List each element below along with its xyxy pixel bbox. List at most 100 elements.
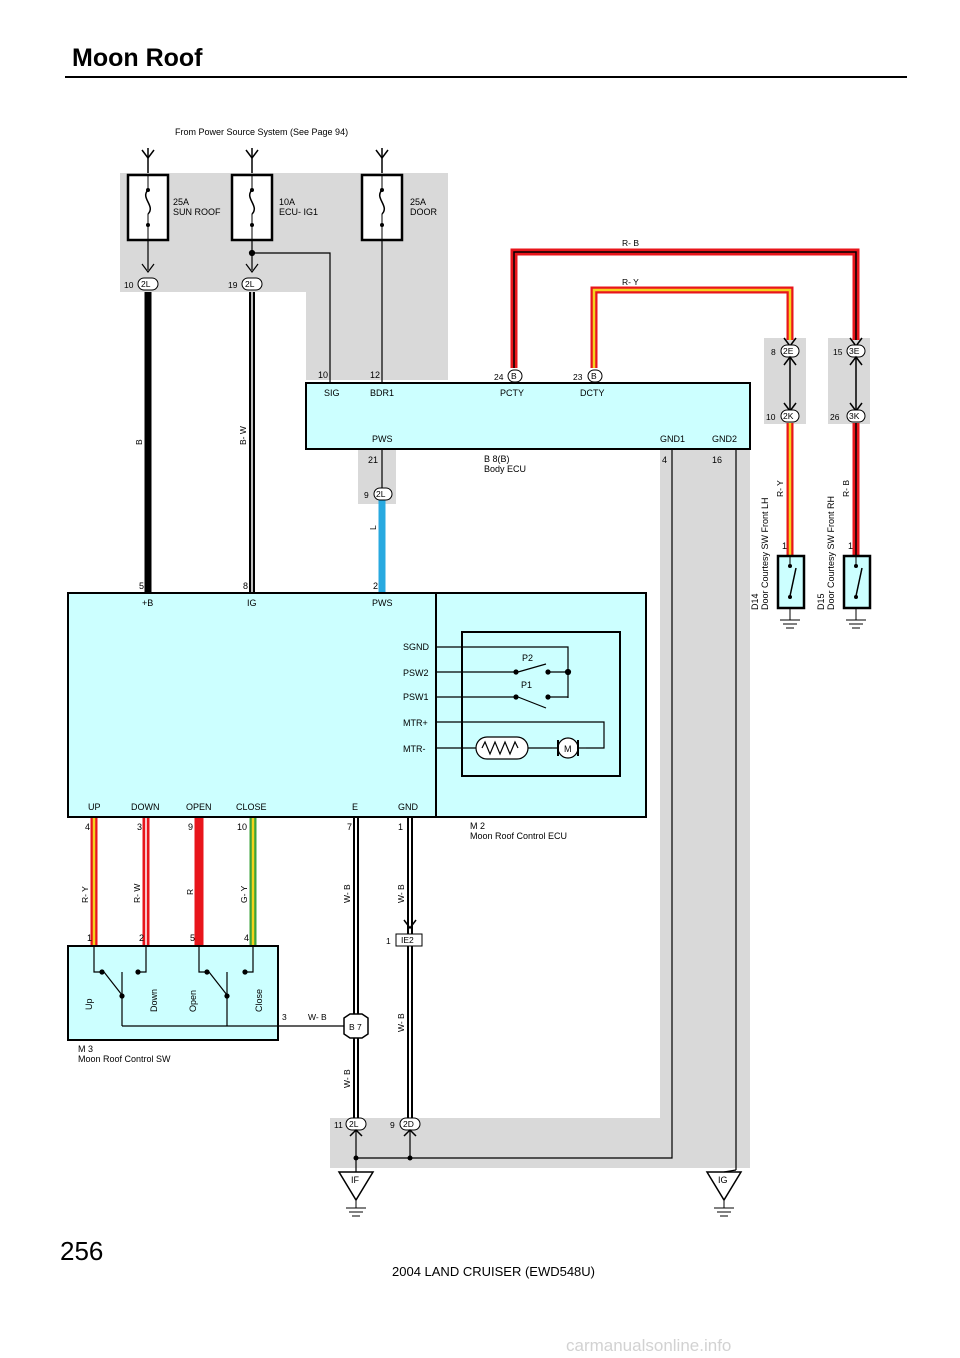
wire-label-b-w: B- W bbox=[238, 426, 248, 445]
ecu-term-plus-b: +B bbox=[142, 598, 153, 608]
fuse-ecu-ig1 bbox=[230, 173, 274, 242]
svg-text:2L: 2L bbox=[349, 1119, 359, 1129]
ecu-switch-p2: P2 bbox=[522, 653, 533, 663]
sw-name: Moon Roof Control SW bbox=[78, 1054, 171, 1064]
body-ecu-term-gnd1: GND1 bbox=[660, 434, 685, 444]
sw-label-up: Up bbox=[84, 998, 94, 1010]
svg-text:B 7: B 7 bbox=[349, 1022, 362, 1032]
fuse-door bbox=[360, 173, 404, 242]
body-ecu-pin-21: 21 bbox=[368, 455, 378, 465]
svg-text:2D: 2D bbox=[403, 1119, 414, 1129]
svg-text:2L: 2L bbox=[245, 279, 255, 289]
connector-24-b: B 24 bbox=[494, 369, 523, 383]
connector-11-2l: 2L 11 bbox=[334, 1117, 367, 1172]
svg-text:8: 8 bbox=[771, 347, 776, 357]
ecu-switch-p1: P1 bbox=[521, 680, 532, 690]
svg-text:2E: 2E bbox=[783, 346, 794, 356]
wire-r-b-top bbox=[510, 248, 860, 368]
sw-label-down: Down bbox=[149, 989, 159, 1012]
ecu-pin-7: 7 bbox=[347, 822, 352, 832]
watermark-text: carmanualsonline.info bbox=[566, 1336, 732, 1355]
wire-label-l: L bbox=[368, 525, 378, 530]
ecu-motor: M bbox=[564, 744, 572, 754]
svg-text:15: 15 bbox=[833, 347, 843, 357]
ecu-pin-3: 3 bbox=[137, 822, 142, 832]
svg-text:3: 3 bbox=[282, 1012, 287, 1022]
body-ecu-term-sig: SIG bbox=[324, 388, 340, 398]
connector-3-b7: B 7 3 bbox=[282, 1012, 369, 1039]
body-ecu-name: Body ECU bbox=[484, 464, 526, 474]
svg-text:1: 1 bbox=[386, 936, 391, 946]
fuse-3-rating: 25A bbox=[410, 197, 426, 207]
sw-pin-1: 1 bbox=[87, 933, 92, 943]
wire-gnd1-gnd2 bbox=[410, 449, 737, 1170]
fuse-3-name: DOOR bbox=[410, 207, 438, 217]
ecu-pin-9: 9 bbox=[188, 822, 193, 832]
ecu-pin-10: 10 bbox=[237, 822, 247, 832]
gnd2-to-ig bbox=[723, 1169, 737, 1173]
wire-label-up: R- Y bbox=[80, 886, 90, 903]
body-ecu-term-dcty: DCTY bbox=[580, 388, 605, 398]
fuse-sun-roof bbox=[126, 173, 170, 242]
svg-text:9: 9 bbox=[364, 490, 369, 500]
wire-label-down: R- W bbox=[132, 884, 142, 903]
wire-label-r-b-rh: R- B bbox=[841, 480, 851, 497]
svg-text:3K: 3K bbox=[849, 411, 860, 421]
connector-9-2l: 2L 9 bbox=[364, 487, 393, 501]
courtesy-lh-ref: D14 bbox=[750, 593, 760, 610]
page-title: Moon Roof bbox=[72, 44, 203, 72]
ground-if-label: IF bbox=[351, 1175, 360, 1185]
svg-text:23: 23 bbox=[573, 372, 583, 382]
svg-text:2L: 2L bbox=[141, 279, 151, 289]
moon-roof-control-ecu bbox=[67, 592, 647, 818]
ecu-term-mtr-minus: MTR- bbox=[403, 744, 426, 754]
courtesy-switch-rh bbox=[842, 554, 872, 629]
footer-model: 2004 LAND CRUISER (EWD548U) bbox=[392, 1264, 596, 1279]
ecu-term-down: DOWN bbox=[131, 802, 160, 812]
svg-text:9: 9 bbox=[390, 1120, 395, 1130]
sw-ref: M 3 bbox=[78, 1044, 93, 1054]
connector-19-2l: 2L 19 bbox=[228, 277, 263, 291]
svg-text:11: 11 bbox=[334, 1120, 343, 1130]
wire-r-y-top bbox=[590, 286, 794, 368]
body-ecu-term-bdr1: BDR1 bbox=[370, 388, 394, 398]
sw-label-close: Close bbox=[254, 989, 264, 1012]
svg-text:26: 26 bbox=[830, 412, 840, 422]
connector-8-2e: 2E 8 2K 10 bbox=[766, 337, 800, 423]
thin-wires bbox=[141, 240, 383, 383]
body-ecu-pin-16: 16 bbox=[712, 455, 722, 465]
wire-label-r-y-top: R- Y bbox=[622, 277, 639, 287]
ecu-term-sgnd: SGND bbox=[403, 642, 430, 652]
ecu-term-e: E bbox=[352, 802, 358, 812]
ecu-pin-5: 5 bbox=[139, 581, 144, 591]
courtesy-rh-ref: D15 bbox=[816, 593, 826, 610]
body-ecu-ref: B 8(B) bbox=[484, 454, 510, 464]
body-ecu bbox=[305, 382, 751, 450]
courtesy-lh-pin: 1 bbox=[782, 541, 787, 551]
svg-text:19: 19 bbox=[228, 280, 238, 290]
svg-text:10: 10 bbox=[766, 412, 776, 422]
wire-label-gnd: W- B bbox=[396, 884, 406, 903]
body-ecu-term-gnd2: GND2 bbox=[712, 434, 737, 444]
body-ecu-term-pws: PWS bbox=[372, 434, 393, 444]
sw-label-open: Open bbox=[188, 990, 198, 1012]
body-ecu-pin-4: 4 bbox=[662, 455, 667, 465]
connector-15-3e: 3E 15 3K 26 bbox=[830, 337, 866, 423]
svg-text:B: B bbox=[511, 371, 517, 381]
ecu-name: Moon Roof Control ECU bbox=[470, 831, 567, 841]
wire-label-gnd-lower: W- B bbox=[396, 1013, 406, 1032]
courtesy-switch-lh bbox=[776, 554, 806, 629]
body-ecu-pin-10: 10 bbox=[318, 370, 328, 380]
wire-gnd-w-b bbox=[403, 818, 417, 1118]
fuse-1-name: SUN ROOF bbox=[173, 207, 221, 217]
title-rule bbox=[65, 76, 907, 78]
ecu-internal-circuit bbox=[436, 646, 605, 760]
wire-label-close: G- Y bbox=[239, 885, 249, 903]
courtesy-rh-name: Door Courtesy SW Front RH bbox=[826, 496, 836, 610]
ecu-pin-4: 4 bbox=[85, 822, 90, 832]
ecu-term-psw2: PSW2 bbox=[403, 668, 429, 678]
ecu-pin-1: 1 bbox=[398, 822, 403, 832]
svg-text:B: B bbox=[591, 371, 597, 381]
wire-label-open: R bbox=[185, 889, 195, 895]
